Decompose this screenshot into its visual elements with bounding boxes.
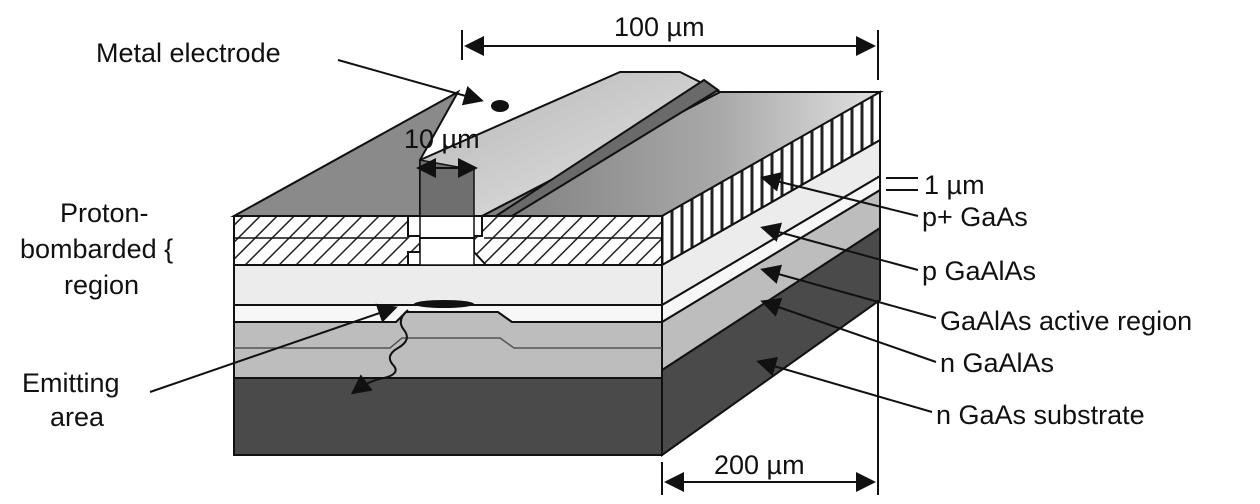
dimension-10um: 10 µm <box>404 124 480 178</box>
proton-region-left <box>233 215 421 266</box>
metal-electrode <box>492 78 720 217</box>
light-ray <box>350 309 409 395</box>
dimension-200um: 200 µm <box>661 300 879 495</box>
leader-metal-electrode <box>337 59 484 106</box>
leader-active <box>760 264 937 319</box>
top-surface <box>230 71 884 217</box>
label-active-region: GaAlAs active region <box>940 306 1192 336</box>
label-n-gaalas: n GaAlAs <box>940 348 1054 378</box>
label-1um: 1 µm <box>924 170 985 200</box>
label-100um: 100 µm <box>614 12 705 42</box>
label-metal-electrode: Metal electrode <box>96 38 281 68</box>
proton-region-right <box>473 215 663 266</box>
label-substrate: n GaAs substrate <box>936 400 1145 430</box>
label-200um: 200 µm <box>714 450 805 480</box>
label-proton-1: Proton- <box>60 198 149 228</box>
emitting-spot <box>414 300 474 308</box>
label-proton-2: bombarded { <box>20 234 173 264</box>
leader-substrate <box>756 356 933 413</box>
electrode-dot <box>491 100 509 112</box>
stripe-channel <box>419 215 475 266</box>
front-face <box>233 215 663 456</box>
dimension-1um: 1 µm <box>886 170 985 200</box>
dimension-100um: 100 µm <box>461 10 879 80</box>
label-p-plus-gaas: p+ GaAs <box>922 202 1028 232</box>
label-p-gaalas: p GaAlAs <box>922 256 1036 286</box>
label-10um: 10 µm <box>404 124 480 154</box>
leader-p-plus <box>760 172 919 217</box>
front-p-gaalas <box>233 264 663 306</box>
label-emitting-2: area <box>50 402 105 432</box>
leader-emitting <box>149 303 398 393</box>
leader-n-gaalas <box>760 297 937 363</box>
front-n-gaalas-bump <box>234 337 662 349</box>
front-substrate <box>233 377 663 456</box>
label-emitting-1: Emitting <box>22 368 120 398</box>
label-proton-3: region <box>64 270 139 300</box>
leader-p-gaalas <box>760 222 919 271</box>
